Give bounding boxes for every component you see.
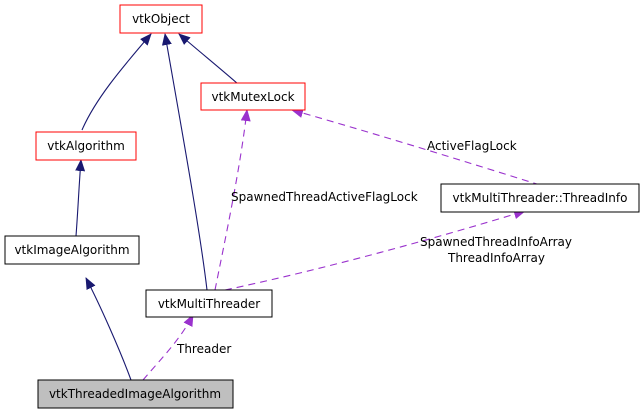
edge-multithreader-to-threadinfo (224, 209, 526, 291)
node-vtk-object[interactable]: vtkObject (119, 4, 203, 34)
node-label: vtkImageAlgorithm (14, 243, 129, 257)
edge-multithreader-to-mutexlock (214, 109, 251, 291)
node-label: vtkMultiThreader (158, 297, 260, 311)
edge-imagealgorithm-to-algorithm (75, 159, 86, 237)
node-label: vtkMultiThreader::ThreadInfo (453, 191, 628, 205)
edge-algorithm-to-object (81, 33, 152, 131)
edge-label-spawned-thread-active-flag-lock: SpawnedThreadActiveFlagLock (231, 190, 418, 204)
edge-label-spawned-thread-info-array: SpawnedThreadInfoArray (420, 235, 572, 249)
edge-multithreader-to-object (161, 33, 208, 291)
node-vtk-algorithm[interactable]: vtkAlgorithm (35, 131, 137, 161)
edge-threadinfo-to-mutexlock (291, 108, 541, 186)
node-label: vtkObject (132, 12, 190, 26)
edge-threaded-to-imagealgorithm (85, 277, 132, 381)
node-label: vtkThreadedImageAlgorithm (49, 387, 221, 401)
node-thread-info[interactable]: vtkMultiThreader::ThreadInfo (440, 183, 640, 213)
node-vtk-threaded-image-algorithm[interactable]: vtkThreadedImageAlgorithm (37, 379, 234, 409)
node-label: vtkMutexLock (211, 90, 294, 104)
edge-threaded-to-multithreader (142, 314, 194, 381)
edge-label-threader: Threader (176, 342, 231, 356)
node-label: vtkAlgorithm (47, 139, 125, 153)
edge-label-thread-info-array: ThreadInfoArray (447, 251, 545, 265)
node-vtk-multi-threader[interactable]: vtkMultiThreader (145, 289, 273, 318)
edge-label-active-flag-lock: ActiveFlagLock (427, 139, 517, 153)
node-vtk-mutex-lock[interactable]: vtkMutexLock (200, 82, 306, 111)
edge-mutexlock-to-object (178, 33, 239, 85)
node-vtk-image-algorithm[interactable]: vtkImageAlgorithm (4, 235, 140, 265)
